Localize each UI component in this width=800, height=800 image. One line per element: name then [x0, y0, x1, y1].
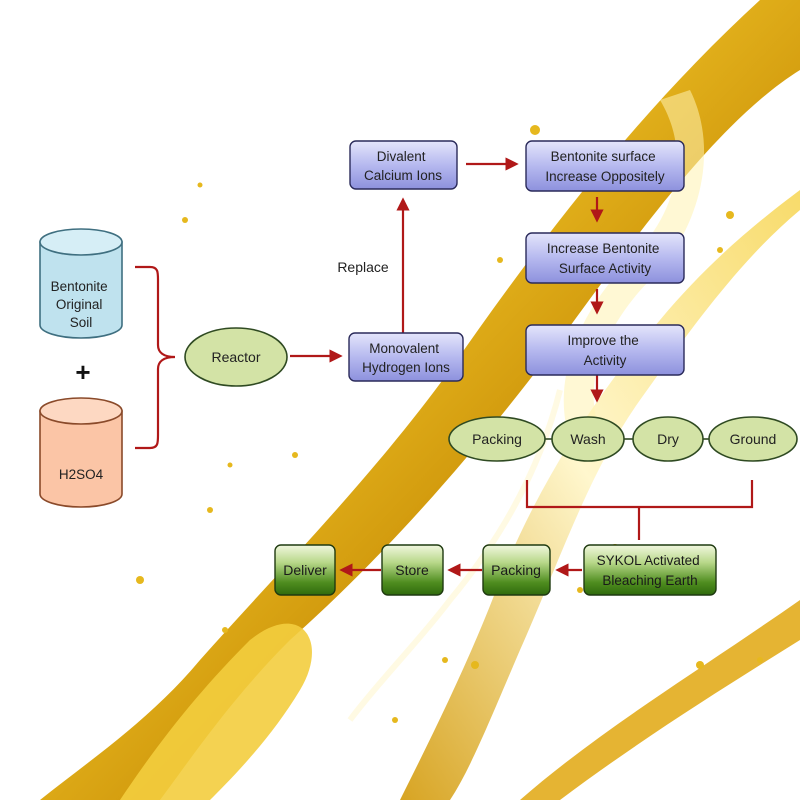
activity-box: Increase Bentonite Surface Activity	[525, 232, 685, 284]
svg-text:Bentonite Original: Bentonite Original Soil	[51, 279, 112, 330]
divalent-box: Divalent Calcium Ions	[349, 140, 458, 190]
svg-text:Monovalent Hydrogen Ions: Monovalent Hydrogen Ions	[362, 341, 450, 375]
bentonite-label-line3: Soil	[70, 315, 93, 330]
bentonite-label-line2: Original	[56, 297, 103, 312]
process-step-ground: Ground	[708, 416, 798, 462]
plus-sign: +	[75, 357, 90, 387]
svg-text:Improve the Activity: Improve the Activity	[567, 333, 642, 368]
input-bracket	[135, 265, 176, 450]
svg-text:Dry: Dry	[657, 431, 679, 447]
svg-text:Store: Store	[395, 562, 429, 578]
acid-cylinder: H2SO4	[39, 397, 123, 508]
deliver-box: Deliver	[274, 544, 336, 596]
svg-text:Bentonite surface Increa: Bentonite surface Increase Oppositely	[545, 149, 665, 184]
output-packing-box: Packing	[482, 544, 551, 596]
svg-text:Deliver: Deliver	[283, 562, 327, 578]
process-bracket	[525, 480, 754, 540]
reactor-node: Reactor	[184, 327, 288, 387]
svg-text:Packing: Packing	[491, 562, 541, 578]
bentonite-label-line1: Bentonite	[51, 279, 108, 294]
process-step-packing: Packing	[448, 416, 546, 462]
svg-text:Increase Bentonite Surfa: Increase Bentonite Surface Activity	[547, 241, 663, 276]
surface-box: Bentonite surface Increase Oppositely	[525, 140, 685, 192]
monovalent-box: Monovalent Hydrogen Ions	[348, 332, 464, 382]
process-steps: Packing Wash Dry Ground	[448, 416, 798, 462]
product-box: SYKOL Activated Bleaching Earth	[583, 544, 717, 596]
acid-label: H2SO4	[59, 467, 104, 482]
connectors	[135, 157, 754, 577]
svg-text:Ground: Ground	[730, 431, 777, 447]
process-step-wash: Wash	[551, 416, 625, 462]
svg-text:Packing: Packing	[472, 431, 522, 447]
process-step-dry: Dry	[632, 416, 704, 462]
replace-label: Replace	[337, 259, 389, 275]
store-box: Store	[381, 544, 444, 596]
bentonite-cylinder: Bentonite Original Soil	[39, 228, 123, 339]
svg-text:Wash: Wash	[570, 431, 605, 447]
oil-splash-background	[40, 0, 800, 800]
reactor-label: Reactor	[211, 349, 260, 365]
improve-box: Improve the Activity	[525, 324, 685, 376]
svg-text:SYKOL Activated Bleachin: SYKOL Activated Bleaching Earth	[597, 553, 704, 588]
svg-text:Divalent Calcium Ions: Divalent Calcium Ions	[364, 149, 442, 183]
